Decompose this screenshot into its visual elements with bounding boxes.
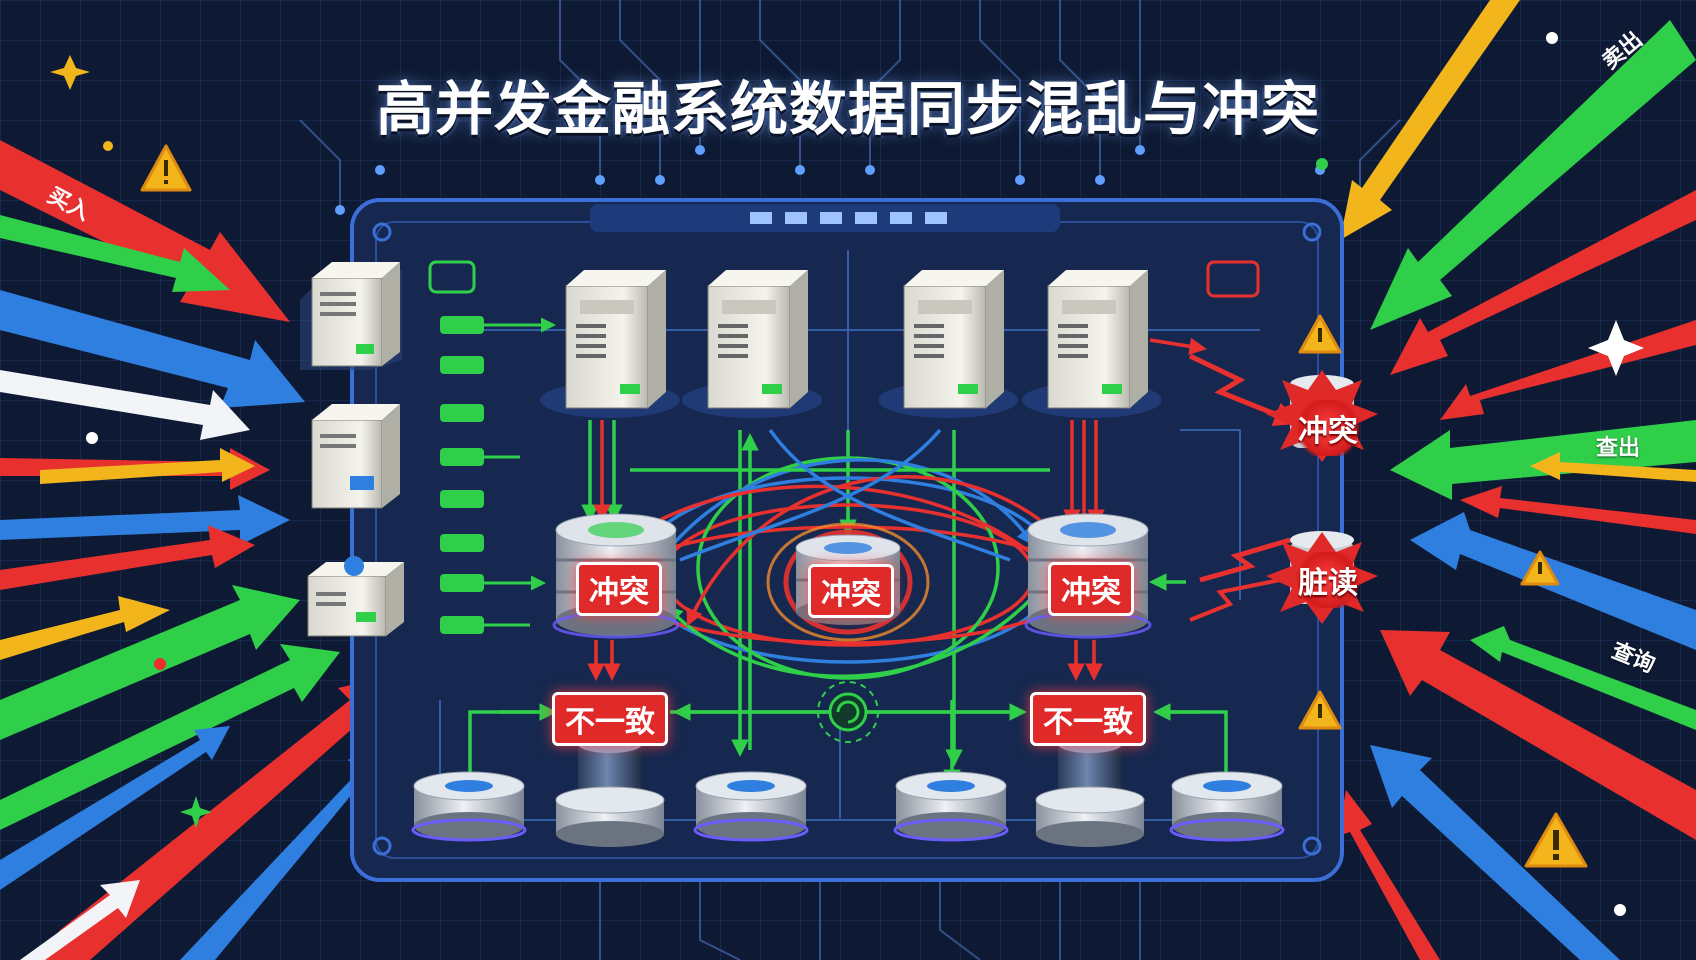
left-incoming-arrows xyxy=(0,140,390,960)
page-title: 高并发金融系统数据同步混乱与冲突 xyxy=(375,75,1320,143)
left-connector-column xyxy=(428,260,1260,634)
conflict-badge-left: 冲突 xyxy=(576,562,662,616)
sync-icon xyxy=(817,681,879,743)
server-icon xyxy=(878,270,1018,418)
server-icon xyxy=(307,556,404,637)
server-icon xyxy=(311,404,400,509)
warning-icon xyxy=(1520,550,1560,586)
star-icon xyxy=(180,796,212,828)
star-icon xyxy=(50,55,90,90)
inconsistent-badge-right: 不一致 xyxy=(1030,692,1146,746)
dirty-read-badge: 脏读 xyxy=(1292,552,1364,608)
database-icon xyxy=(411,771,527,842)
warning-icon xyxy=(1524,812,1588,868)
database-row-bottom xyxy=(411,735,1285,847)
star-icon xyxy=(1588,320,1644,376)
database-icon xyxy=(893,771,1009,842)
conflict-badge-right: 冲突 xyxy=(1048,562,1134,616)
server-icon xyxy=(1022,270,1162,418)
database-icon xyxy=(693,771,809,842)
warning-icons xyxy=(140,144,1588,868)
arrow-label-query-1: 查出 xyxy=(1596,436,1641,461)
warning-icon xyxy=(140,144,192,192)
green-status-icon xyxy=(428,260,476,294)
left-server-stack xyxy=(300,262,404,637)
top-server-row xyxy=(540,270,1162,418)
server-icon xyxy=(300,262,402,370)
conflict-badge-endpoint: 冲突 xyxy=(1292,400,1364,456)
warning-icon xyxy=(1298,314,1342,354)
database-icon xyxy=(1169,771,1285,842)
inconsistent-badge-left: 不一致 xyxy=(552,692,668,746)
sparkle-stars xyxy=(50,32,1644,916)
server-icon xyxy=(540,270,680,418)
warning-icon xyxy=(1298,690,1342,730)
red-status-icon xyxy=(1206,260,1260,298)
server-icon xyxy=(682,270,822,418)
conflict-badge-center: 冲突 xyxy=(808,564,894,618)
